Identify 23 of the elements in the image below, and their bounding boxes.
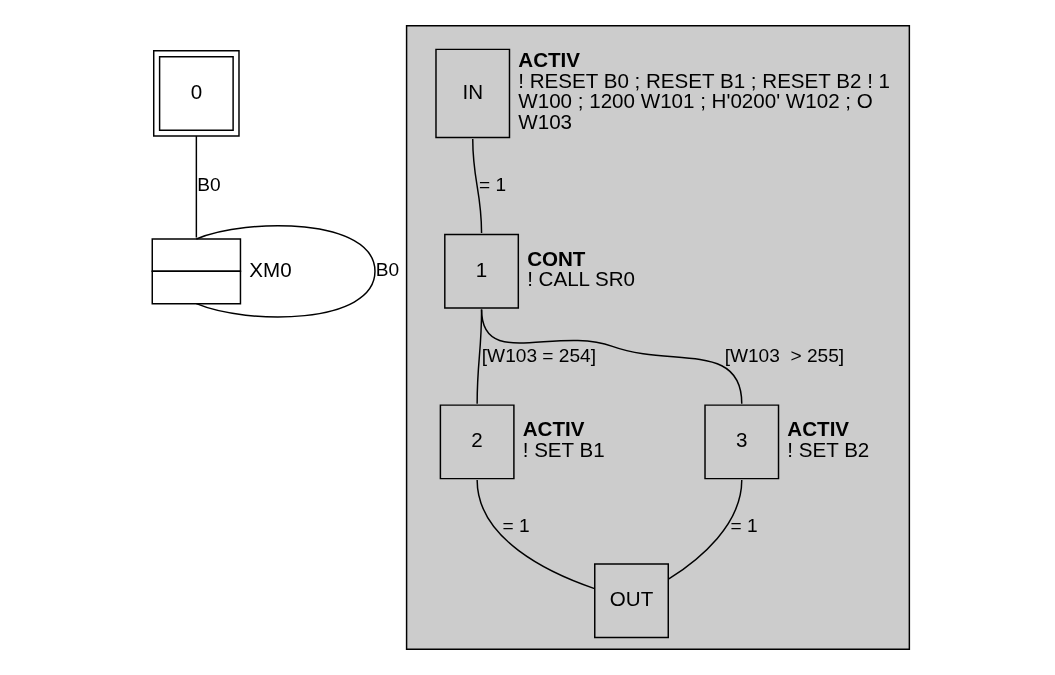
connector [668,479,743,580]
node-box: 2 [439,404,515,480]
node-box: OUT [594,563,669,639]
node-box: 1 [444,233,520,309]
edge-label: = 1 [479,174,507,196]
node-label: XM0 [249,257,292,281]
connector [476,479,596,590]
connector [195,135,198,239]
node-box: 3 [704,404,780,480]
connector [480,308,743,405]
edge-label: = 1 [730,515,758,537]
node-box: IN [435,48,511,139]
edge-label: [W103 = 254] [481,344,596,366]
node-box: 0 [153,50,240,137]
node-label: CONT [527,246,586,270]
cluster [405,25,911,650]
connector [195,225,376,318]
node-label: ! CALL SR0 [527,267,636,291]
edge-label: [W103 > 255] [724,344,845,366]
edge-label: B0 [197,174,221,196]
connector [472,138,483,234]
edge-label: = 1 [502,515,530,537]
edge-label: B0 [375,259,400,281]
